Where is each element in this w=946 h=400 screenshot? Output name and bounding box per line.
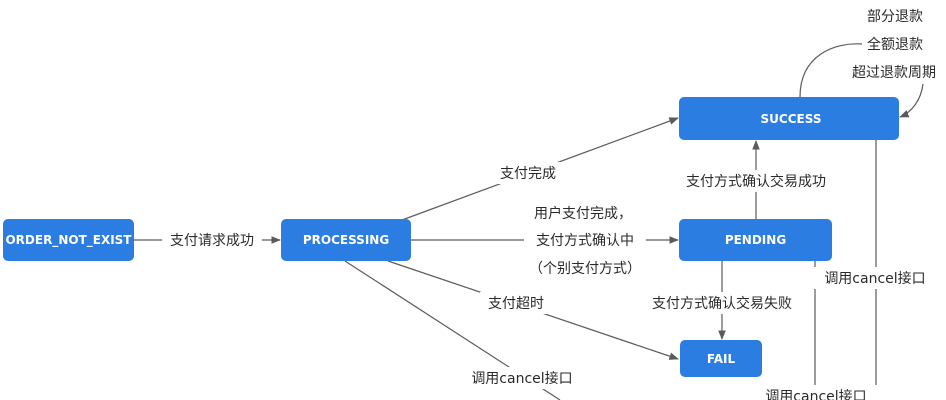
node-success: SUCCESS [679, 97, 899, 140]
label-processing-cancel: 调用cancel接口 [471, 370, 572, 387]
node-fail-label: FAIL [707, 352, 736, 366]
edge-success-refund-loop [799, 43, 863, 98]
label-confirm-success: 支付方式确认交易成功 [686, 173, 826, 190]
node-pending-label: PENDING [725, 233, 786, 247]
node-processing: PROCESSING [281, 219, 411, 261]
edge-success-refund-return [899, 83, 924, 118]
node-fail: FAIL [680, 340, 762, 377]
label-confirm-fail: 支付方式确认交易失败 [652, 295, 792, 312]
label-pending-cancel: 调用cancel接口 [824, 270, 925, 287]
label-payment-request-success: 支付请求成功 [170, 233, 254, 249]
label-user-payment-complete: 用户支付完成， [534, 205, 632, 222]
node-processing-label: PROCESSING [303, 233, 389, 247]
node-order-not-exist-label: ORDER_NOT_EXIST [5, 233, 132, 248]
label-payment-timeout: 支付超时 [488, 296, 544, 312]
node-success-label: SUCCESS [761, 112, 822, 126]
label-success-cancel: 调用cancel接口 [765, 388, 866, 400]
node-pending: PENDING [679, 219, 832, 261]
edge-labels: 支付请求成功 支付完成 用户支付完成， 支付方式确认中 （个别支付方式） 支付超… [162, 9, 936, 400]
label-refund-period-exceeded: 超过退款周期 [852, 65, 936, 81]
label-partial-refund: 部分退款 [867, 9, 923, 25]
node-order-not-exist: ORDER_NOT_EXIST [3, 219, 134, 261]
label-payment-complete: 支付完成 [500, 166, 556, 182]
label-payment-method-confirming: 支付方式确认中 [536, 233, 634, 249]
label-some-payment-methods: （个别支付方式） [529, 261, 641, 277]
label-full-refund: 全额退款 [867, 36, 923, 53]
